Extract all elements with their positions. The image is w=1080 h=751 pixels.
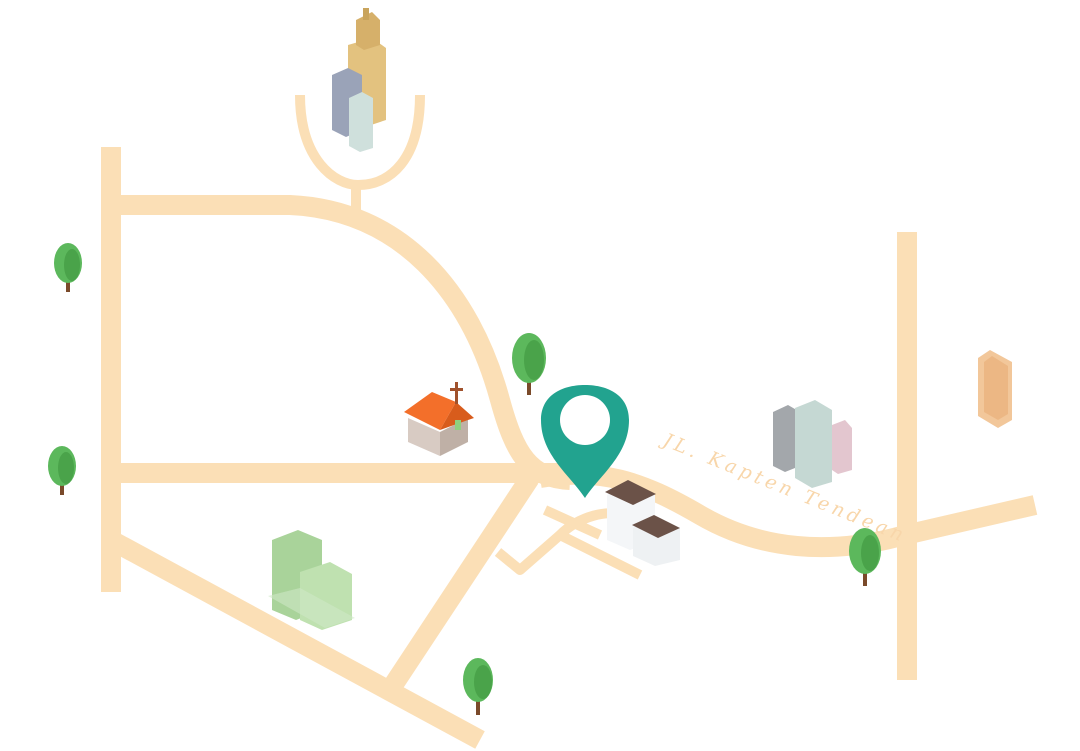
map-pin-icon[interactable] [541, 385, 629, 498]
gray-towers-icon [773, 400, 852, 488]
tree-icon [512, 333, 546, 395]
tree-icon [463, 658, 493, 715]
tree-icon [849, 528, 881, 586]
road-top-curve [111, 195, 571, 490]
house-icon [605, 480, 680, 566]
tree-icon [48, 446, 76, 495]
glass-tower-icon [978, 350, 1012, 428]
road-bottom-diagonal [106, 531, 485, 749]
tree-icon [54, 243, 82, 292]
church-icon [404, 382, 474, 456]
office-building-icon [268, 530, 355, 630]
skyscraper-cluster-icon [332, 8, 386, 152]
road-center-diagonal [381, 472, 539, 696]
